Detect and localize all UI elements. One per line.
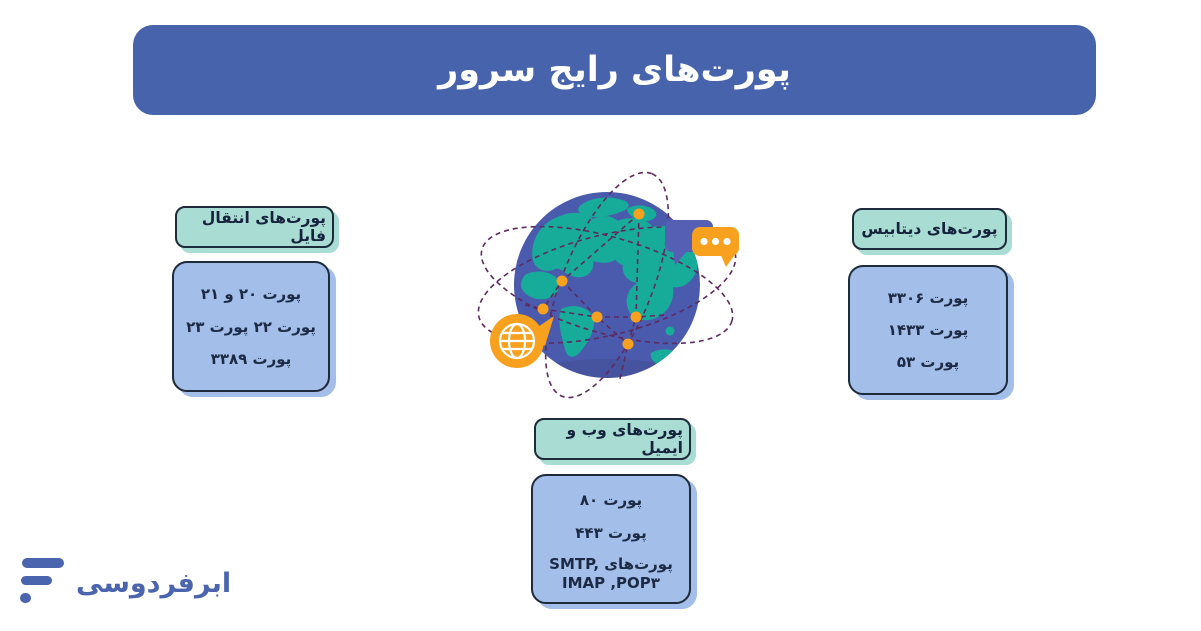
web-email-ports-label: پورت‌های وب و ایمیل <box>534 418 691 460</box>
database-ports-label: پورت‌های دیتابیس <box>852 208 1007 250</box>
port-row: پورت ۳۳۸۹ <box>210 349 292 368</box>
port-row: پورت ۸۰ <box>579 491 643 509</box>
page-title: پورت‌های رایج سرور <box>438 50 791 90</box>
file-transfer-ports-card: پورت ۲۰ و ۲۱ پورت ۲۲ پورت ۲۳ پورت ۳۳۸۹ <box>172 261 330 392</box>
www-globe-speech-bubble-icon <box>490 314 554 368</box>
globe-illustration <box>477 171 739 399</box>
port-row: پورت ۲۲ پورت ۲۳ <box>186 317 316 336</box>
port-row: پورت ۲۰ و ۲۱ <box>200 285 302 304</box>
title-banner: پورت‌های رایج سرور <box>133 25 1096 115</box>
port-row: پورت ۳۳۰۶ <box>887 289 969 307</box>
network-node-dots-icon <box>537 208 645 350</box>
chat-bubble-three-dots-icon <box>692 227 739 267</box>
brand-logo-text: ابرفردوسی <box>76 568 232 599</box>
file-transfer-ports-label: پورت‌های انتقال فایل <box>175 206 334 248</box>
port-row: پورت ۵۳ <box>896 353 960 371</box>
database-ports-card: پورت ۳۳۰۶ پورت ۱۴۳۳ پورت ۵۳ <box>848 265 1008 395</box>
port-row: پورت ۴۴۳ <box>575 524 647 542</box>
port-row: IMAP ,POP۳ <box>562 574 660 592</box>
brand-logo: ابرفردوسی <box>20 554 231 606</box>
cloud-bars-logo-icon <box>20 558 64 603</box>
web-email-ports-card: پورت ۸۰ پورت ۴۴۳ SMTP, پورت‌های IMAP ,PO… <box>531 474 691 604</box>
port-row: SMTP, پورت‌های <box>549 555 673 573</box>
port-row: پورت ۱۴۳۳ <box>887 321 969 339</box>
